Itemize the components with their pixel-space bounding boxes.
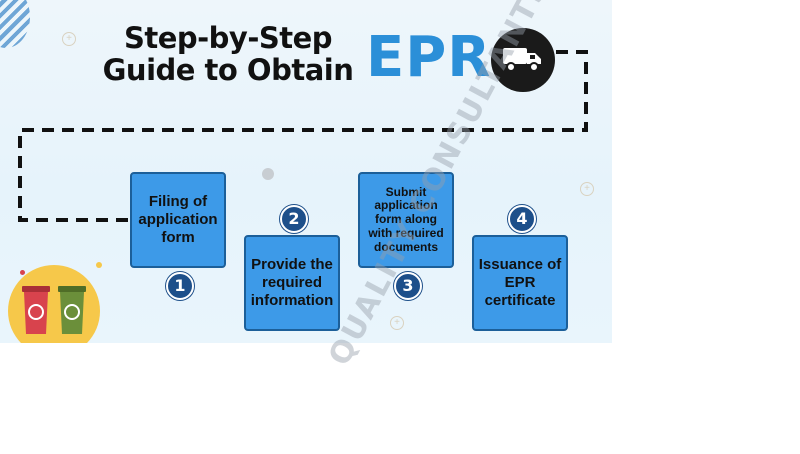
- dot-decoration: [262, 168, 274, 180]
- garbage-truck-icon: [491, 28, 555, 92]
- step-4-label: Issuance of EPR certificate: [478, 256, 562, 309]
- plus-decoration: +: [62, 32, 76, 46]
- dot-decoration: [20, 270, 25, 275]
- infographic-banner: + + + Step-by-Step Guide to Obtain EPR F…: [0, 0, 612, 343]
- step-3-badge: 3: [394, 272, 422, 300]
- page-title: Step-by-Step Guide to Obtain: [88, 22, 368, 86]
- step-2-label: Provide the required information: [250, 256, 334, 309]
- step-2-badge: 2: [280, 205, 308, 233]
- step-4-badge: 4: [508, 205, 536, 233]
- bins-background: [8, 265, 100, 343]
- title-line-2: Guide to Obtain: [102, 53, 354, 87]
- dashed-path: [18, 50, 588, 222]
- step-1-box: Filing of application form: [130, 172, 226, 268]
- step-2-box: Provide the required information: [244, 235, 340, 331]
- recycle-bins-icon: [22, 286, 86, 334]
- step-1-badge: 1: [166, 272, 194, 300]
- dot-decoration: [96, 262, 102, 268]
- epr-highlight: EPR: [366, 25, 492, 90]
- step-1-label: Filing of application form: [138, 193, 218, 246]
- plus-decoration: +: [390, 316, 404, 330]
- step-3-box: Submit application form along with requi…: [358, 172, 454, 268]
- step-3-label: Submit application form along with requi…: [368, 184, 444, 254]
- title-line-1: Step-by-Step: [123, 21, 333, 55]
- step-4-box: Issuance of EPR certificate: [472, 235, 568, 331]
- plus-decoration: +: [580, 182, 594, 196]
